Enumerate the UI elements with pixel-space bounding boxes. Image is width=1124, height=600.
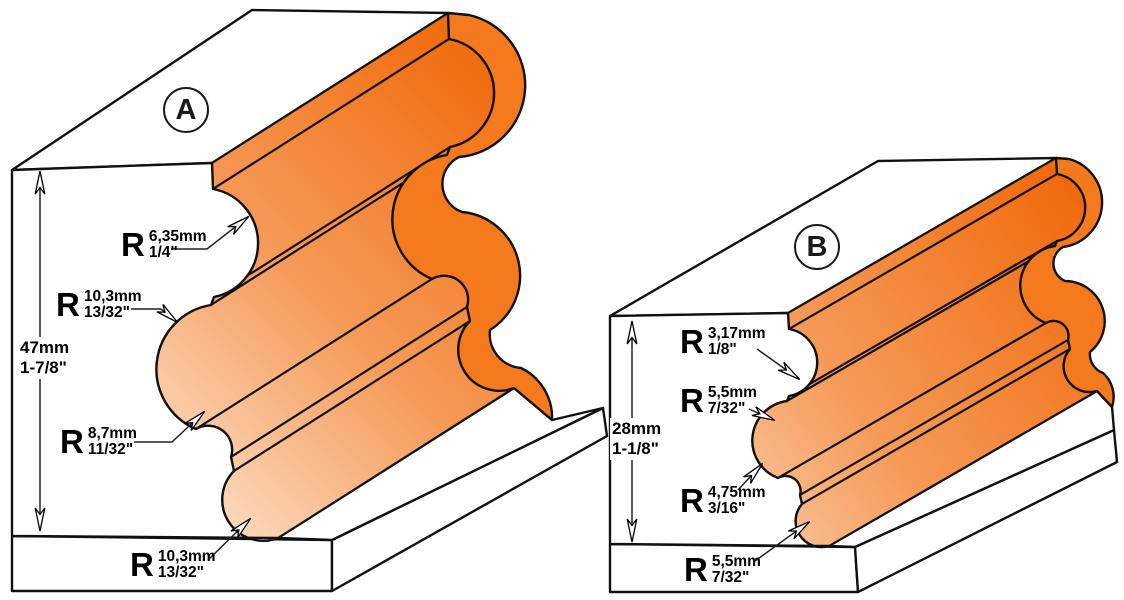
profile-b-leader-1 — [756, 348, 801, 381]
radius-mm: 4,75mm — [707, 484, 766, 501]
radius-symbol: R — [680, 482, 704, 519]
height-mm: 28mm — [612, 419, 662, 438]
radius-inch: 13/32" — [157, 564, 204, 582]
profile-b-leader-3 — [737, 462, 764, 491]
profile-b-leader-4 — [754, 520, 811, 562]
profile-a-end-cap — [391, 11, 554, 422]
profile-a-height-label: 47mm 1-7/8" — [18, 337, 72, 380]
radius-symbol: R — [56, 286, 80, 323]
profile-a-leader-4 — [207, 517, 252, 561]
profile-b-badge: B — [794, 224, 840, 270]
radius-mm: 10,3mm — [157, 548, 216, 565]
radius-symbol: R — [680, 382, 704, 419]
profile-a-leader-2 — [131, 303, 179, 324]
profile-a-front-face — [10, 161, 280, 542]
radius-inch: 11/32" — [87, 441, 134, 459]
profile-a-leader-3 — [134, 410, 206, 443]
radius-inch: 3/16" — [707, 500, 746, 518]
radius-symbol: R — [60, 423, 84, 460]
radius-inch: 1/4" — [148, 244, 178, 262]
profile-a-group — [10, 8, 609, 593]
profile-b-radius-callout-4: R 5,5mm 7/32" — [684, 553, 761, 587]
radius-symbol: R — [130, 546, 154, 583]
height-inch: 1-7/8" — [20, 358, 67, 378]
profile-b-height-label: 28mm 1-1/8" — [610, 418, 664, 461]
profile-b-end-cap — [1019, 156, 1115, 409]
radius-inch: 7/32" — [707, 400, 746, 418]
radius-symbol: R — [684, 551, 708, 588]
radius-mm: 5,5mm — [707, 384, 757, 401]
radius-mm: 8,7mm — [87, 425, 137, 442]
radius-mm: 6,35mm — [148, 228, 207, 245]
radius-mm: 3,17mm — [707, 325, 766, 342]
profile-a-radius-callout-4: R 10,3mm 13/32" — [130, 548, 216, 582]
profile-b-leader-2 — [748, 406, 776, 422]
profile-b-radius-callout-1: R 3,17mm 1/8" — [680, 325, 766, 359]
radius-symbol: R — [680, 323, 704, 360]
radius-inch: 7/32" — [711, 569, 750, 587]
radius-mm: 5,5mm — [711, 553, 761, 570]
profile-b-radius-callout-2: R 5,5mm 7/32" — [680, 384, 757, 418]
radius-inch: 13/32" — [83, 304, 130, 322]
radius-symbol: R — [121, 226, 145, 263]
profile-b-group — [608, 156, 1119, 594]
profile-b-radius-callout-3: R 4,75mm 3/16" — [680, 484, 766, 518]
profile-a-badge: A — [163, 87, 209, 133]
radius-mm: 10,3mm — [83, 288, 142, 305]
profile-a-radius-callout-1: R 6,35mm 1/4" — [121, 228, 207, 262]
profile-a-radius-callout-2: R 10,3mm 13/32" — [56, 288, 142, 322]
profile-a-leader-1 — [171, 215, 250, 250]
height-mm: 47mm — [20, 338, 70, 357]
profile-a-radius-callout-3: R 8,7mm 11/32" — [60, 425, 137, 459]
radius-inch: 1/8" — [707, 341, 737, 359]
height-inch: 1-1/8" — [612, 439, 659, 459]
